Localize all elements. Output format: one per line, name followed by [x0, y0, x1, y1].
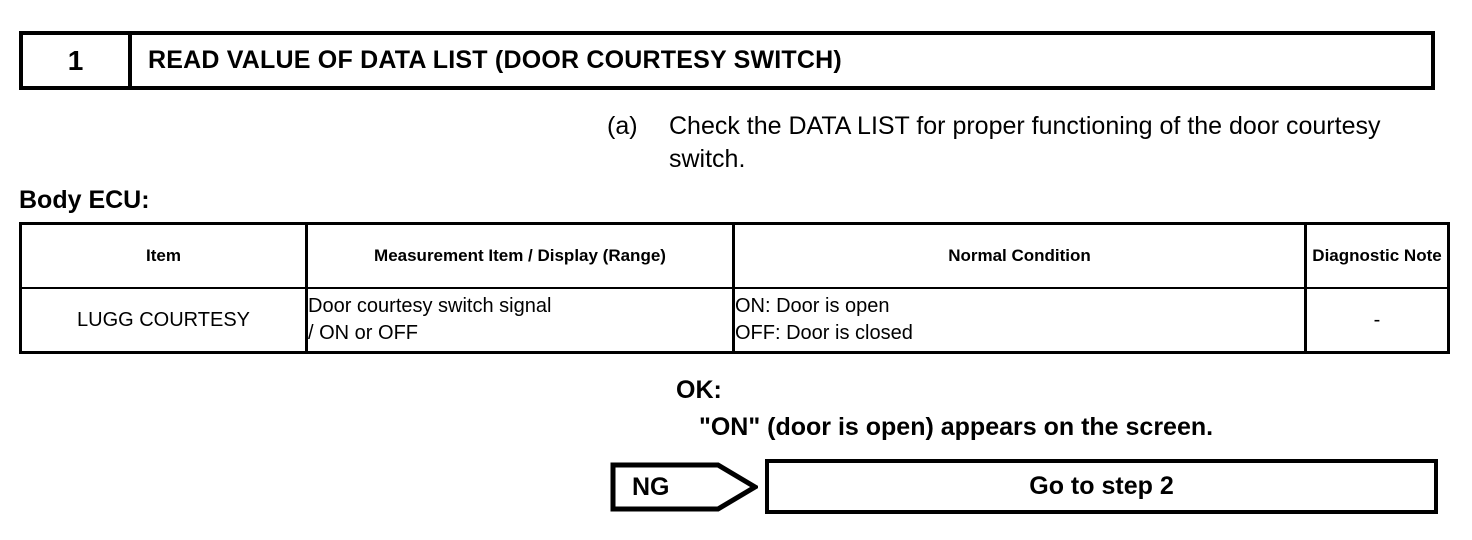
table-row: LUGG COURTESY Door courtesy switch signa…: [19, 287, 1450, 354]
step-title: READ VALUE OF DATA LIST (DOOR COURTESY S…: [148, 46, 842, 74]
instruction-block: (a) Check the DATA LIST for proper funct…: [607, 110, 1437, 176]
cell-normal-condition: ON: Door is open OFF: Door is closed: [732, 287, 1307, 354]
arrow-right-pentagon-icon: [610, 462, 758, 512]
cell-measurement-line-1: Door courtesy switch signal: [308, 295, 552, 317]
table-header-row: Item Measurement Item / Display (Range) …: [19, 222, 1450, 289]
column-header-item: Item: [19, 222, 308, 289]
next-step-label: Go to step 2: [1029, 472, 1174, 500]
section-label: Body ECU:: [19, 186, 150, 214]
step-number: 1: [23, 35, 132, 86]
column-header-diagnostic-note: Diagnostic Note: [1304, 222, 1450, 289]
cell-measurement-line-2: / ON or OFF: [308, 322, 418, 344]
cell-item: LUGG COURTESY: [19, 287, 308, 354]
ng-branch-row: NG Go to step 2: [610, 459, 1438, 514]
ok-result-block: OK: "ON" (door is open) appears on the s…: [676, 372, 1213, 446]
data-list-table-wrapper: Item Measurement Item / Display (Range) …: [19, 222, 1450, 354]
ok-label: OK:: [676, 376, 722, 404]
column-header-measurement: Measurement Item / Display (Range): [305, 222, 735, 289]
step-header-bar: 1 READ VALUE OF DATA LIST (DOOR COURTESY…: [19, 31, 1435, 90]
data-list-table: Item Measurement Item / Display (Range) …: [19, 222, 1450, 354]
ng-label: NG: [632, 473, 670, 501]
next-step-box[interactable]: Go to step 2: [765, 459, 1438, 514]
column-header-normal-condition: Normal Condition: [732, 222, 1307, 289]
instruction-marker: (a): [607, 112, 638, 140]
ok-description: "ON" (door is open) appears on the scree…: [699, 413, 1214, 441]
cell-normal-condition-line-2: OFF: Door is closed: [735, 322, 913, 344]
cell-diagnostic-note: -: [1304, 287, 1450, 354]
instruction-text: Check the DATA LIST for proper functioni…: [669, 112, 1381, 173]
ng-arrow-shape: NG: [610, 462, 758, 512]
cell-measurement: Door courtesy switch signal / ON or OFF: [305, 287, 735, 354]
cell-normal-condition-line-1: ON: Door is open: [735, 295, 890, 317]
